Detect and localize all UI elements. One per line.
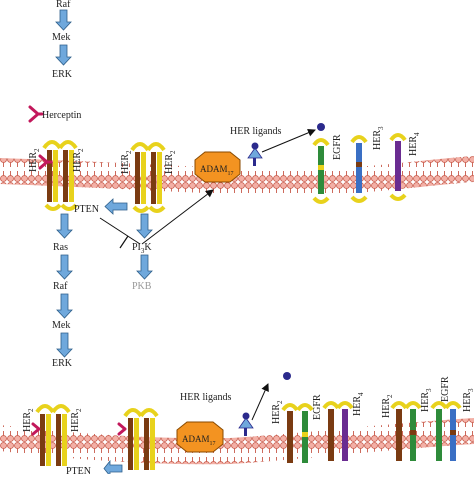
pi3k-cascade: PI3K PKB xyxy=(132,213,153,292)
erk-label: ERK xyxy=(52,69,73,80)
cell-membrane-2 xyxy=(0,418,474,465)
her2-label-d: HER2 xyxy=(164,150,177,174)
top-cascade: Raf Mek ERK xyxy=(52,0,73,80)
her2-dimer-left xyxy=(42,140,78,211)
her3-label-p3-1: HER3 xyxy=(420,388,433,412)
her2-label-p3-a: HER2 xyxy=(22,408,35,432)
her2-label-a: HER2 xyxy=(28,148,41,172)
arrow-mek-erk xyxy=(55,44,72,66)
pi3k-adam17-arrow xyxy=(141,189,214,245)
adam17-node-2: ADAM17 xyxy=(176,421,224,453)
erk-label-2: ERK xyxy=(52,358,73,369)
her2-her3-dimer xyxy=(390,401,422,461)
her-ligands-label-2: HER ligands xyxy=(180,392,231,403)
mek-label: Mek xyxy=(52,32,70,43)
pten-inhibition-arrow xyxy=(104,198,128,215)
adam17-node: ADAM17 xyxy=(194,151,241,183)
her3-label-p3-2: HER3 xyxy=(462,388,474,412)
herceptin-legend: Herceptin xyxy=(28,105,81,123)
her2-dimer-left-2 xyxy=(35,404,71,466)
panel-2: HER2 HER2 HER2 HER2 ADAM17 HER ligands xyxy=(0,123,474,369)
her3-receptor xyxy=(350,135,368,203)
pten-label-2: PTEN xyxy=(66,466,91,474)
her2-label-b: HER2 xyxy=(72,148,85,172)
pten-arrow-2 xyxy=(103,459,123,478)
pten-label: PTEN xyxy=(74,204,99,215)
raf-label-2: Raf xyxy=(53,281,68,292)
pkb-label: PKB xyxy=(132,281,152,292)
mek-label-2: Mek xyxy=(52,320,70,331)
herceptin-icon xyxy=(28,105,44,123)
herceptin-legend-label: Herceptin xyxy=(42,110,81,121)
egfr-her3-dimer xyxy=(430,401,462,461)
ras-cascade: Ras Raf Mek ERK xyxy=(52,213,73,369)
her2-dimer-middle-2 xyxy=(123,408,159,470)
her2-her4-dimer xyxy=(322,401,354,461)
adam17-label-2: ADAM17 xyxy=(182,434,216,447)
ras-label: Ras xyxy=(53,242,68,253)
arrow-raf-mek xyxy=(55,9,72,31)
her2-label-p3-b: HER2 xyxy=(70,408,83,432)
raf-label: Raf xyxy=(56,0,71,10)
egfr-label-p3-1: EGFR xyxy=(312,394,323,420)
egfr-receptor xyxy=(312,138,330,204)
her4-label-p3: HER4 xyxy=(352,392,365,416)
herceptin-bound-icon xyxy=(38,154,53,170)
adam17-label: ADAM17 xyxy=(200,164,234,177)
panel-3: HER2 HER2 ADAM17 HER ligands HER2 xyxy=(0,372,474,478)
free-ligand xyxy=(317,123,325,131)
her2-egfr-dimer xyxy=(281,403,314,463)
herceptin-bound-icon-3 xyxy=(117,422,127,436)
pi3k-label: PI3K xyxy=(132,242,152,255)
membrane-ligand-2 xyxy=(238,412,254,436)
egfr-label-p3-2: EGFR xyxy=(440,376,451,402)
her2-label-p3-c: HER2 xyxy=(271,400,284,424)
her4-label: HER4 xyxy=(408,132,421,156)
free-ligand-2 xyxy=(283,372,291,380)
her3-label: HER3 xyxy=(372,126,385,150)
her2-label-p3-d: HER2 xyxy=(381,394,394,418)
herceptin-bound-icon-2 xyxy=(31,422,41,436)
her2-label-c: HER2 xyxy=(120,150,133,174)
ligand-release-arrow xyxy=(261,128,316,153)
ligand-release-arrow-2 xyxy=(251,383,269,421)
membrane-ligand xyxy=(247,142,263,166)
her-ligands-label: HER ligands xyxy=(230,126,281,137)
her2-dimer-right xyxy=(130,142,166,213)
her4-receptor xyxy=(389,133,407,201)
pten-inhibits-pi3k xyxy=(99,217,141,245)
egfr-label: EGFR xyxy=(332,134,343,160)
